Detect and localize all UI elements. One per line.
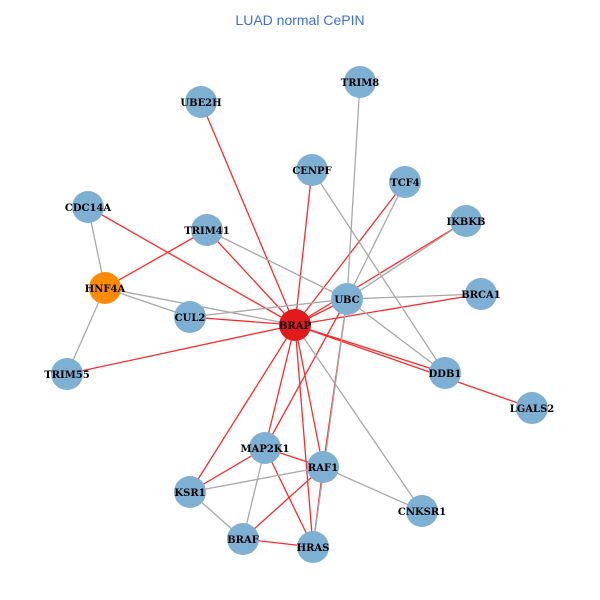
node-tcf4[interactable]: TCF4 [389, 166, 421, 198]
node-circle [191, 214, 223, 246]
edge-brap-map2k1 [264, 324, 296, 449]
node-label: BRCA1 [461, 290, 500, 301]
edge-brap-raf1 [294, 324, 324, 468]
node-label: HRAS [297, 543, 330, 554]
edge-ubc-hras [312, 298, 348, 548]
node-label: TRIM55 [44, 370, 89, 381]
edge-brap-ksr1 [189, 324, 296, 493]
edge-hnf4a-trim41 [104, 229, 208, 289]
node-brap[interactable]: BRAP [279, 309, 312, 341]
node-circle [450, 205, 482, 237]
edge-ubc-ikbkb [346, 220, 467, 300]
node-label: CDC14A [65, 203, 112, 214]
chart-title: LUAD normal CePIN [235, 12, 365, 28]
node-label: TCF4 [390, 178, 420, 189]
node-label: BRAF [227, 535, 259, 546]
edge-brap-cul2 [189, 316, 296, 326]
node-label: HNF4A [85, 284, 126, 295]
node-circle [296, 154, 328, 186]
edge-ubc-brca1 [346, 293, 482, 300]
node-label: TRIM41 [184, 226, 229, 237]
edge-brap-cenpf [294, 169, 313, 326]
node-raf1[interactable]: RAF1 [307, 451, 339, 483]
node-trim41[interactable]: TRIM41 [184, 214, 230, 246]
node-circle [72, 191, 104, 223]
node-circle [389, 166, 421, 198]
node-trim8[interactable]: TRIM8 [341, 66, 379, 98]
edge-ksr1-raf1 [189, 466, 324, 493]
node-label: UBC [334, 295, 359, 306]
node-label: CUL2 [175, 313, 206, 324]
node-trim55[interactable]: TRIM55 [44, 358, 90, 390]
edge-trim8-ubc [346, 81, 361, 300]
node-cenpf[interactable]: CENPF [292, 154, 332, 186]
node-label: UBE2H [180, 98, 221, 109]
node-label: LGALS2 [510, 404, 555, 415]
node-circle [344, 66, 376, 98]
node-circle [465, 278, 497, 310]
node-label: KSR1 [174, 488, 205, 499]
node-circle [174, 301, 206, 333]
edge-brap-lgals2 [294, 324, 533, 409]
edge-raf1-cnksr1 [322, 466, 423, 512]
node-ubc[interactable]: UBC [331, 283, 363, 315]
edge-brap-ikbkb [294, 220, 467, 326]
node-ksr1[interactable]: KSR1 [174, 476, 206, 508]
node-circle [307, 451, 339, 483]
edge-cenpf-ddb1 [311, 169, 446, 374]
edge-brap-brca1 [294, 293, 482, 326]
node-ube2h[interactable]: UBE2H [180, 86, 222, 118]
node-cdc14a[interactable]: CDC14A [65, 191, 112, 223]
node-circle [51, 358, 83, 390]
node-lgals2[interactable]: LGALS2 [510, 392, 555, 424]
node-circle [406, 495, 438, 527]
edge-brap-hras [294, 324, 314, 548]
edge-ubc-ddb1 [346, 298, 446, 374]
edge-ubc-map2k1 [264, 298, 348, 449]
edge-cul2-ubc [189, 298, 348, 318]
node-circle [429, 357, 461, 389]
node-circle [279, 309, 311, 341]
node-label: BRAP [279, 321, 312, 332]
node-ikbkb[interactable]: IKBKB [447, 205, 486, 237]
node-circle [297, 531, 329, 563]
node-hnf4a[interactable]: HNF4A [85, 272, 126, 304]
node-label: CNKSR1 [398, 507, 446, 518]
edge-brap-cdc14a [87, 206, 296, 326]
node-label: MAP2K1 [241, 444, 290, 455]
edge-brap-trim41 [206, 229, 296, 326]
node-circle [331, 283, 363, 315]
edge-brap-cnksr1 [294, 324, 423, 512]
node-circle [249, 432, 281, 464]
node-circle [516, 392, 548, 424]
node-map2k1[interactable]: MAP2K1 [241, 432, 290, 464]
node-ddb1[interactable]: DDB1 [429, 357, 462, 389]
node-label: CENPF [292, 166, 331, 177]
node-label: IKBKB [447, 217, 486, 228]
node-brca1[interactable]: BRCA1 [461, 278, 501, 310]
node-circle [227, 523, 259, 555]
node-label: TRIM8 [341, 78, 379, 89]
node-cul2[interactable]: CUL2 [174, 301, 206, 333]
node-braf[interactable]: BRAF [227, 523, 259, 555]
edges-layer [66, 81, 533, 548]
node-circle [185, 86, 217, 118]
edge-brap-ube2h [200, 101, 296, 326]
edge-brap-ddb1 [294, 324, 446, 374]
node-hras[interactable]: HRAS [297, 531, 330, 563]
edge-ubc-tcf4 [346, 181, 406, 300]
node-circle [174, 476, 206, 508]
edge-raf1-braf [242, 466, 324, 540]
node-label: DDB1 [429, 369, 462, 380]
edge-trim41-ubc [206, 229, 348, 300]
node-label: RAF1 [308, 463, 338, 474]
node-circle [89, 272, 121, 304]
node-cnksr1[interactable]: CNKSR1 [398, 495, 446, 527]
edge-brap-trim55 [66, 324, 296, 375]
